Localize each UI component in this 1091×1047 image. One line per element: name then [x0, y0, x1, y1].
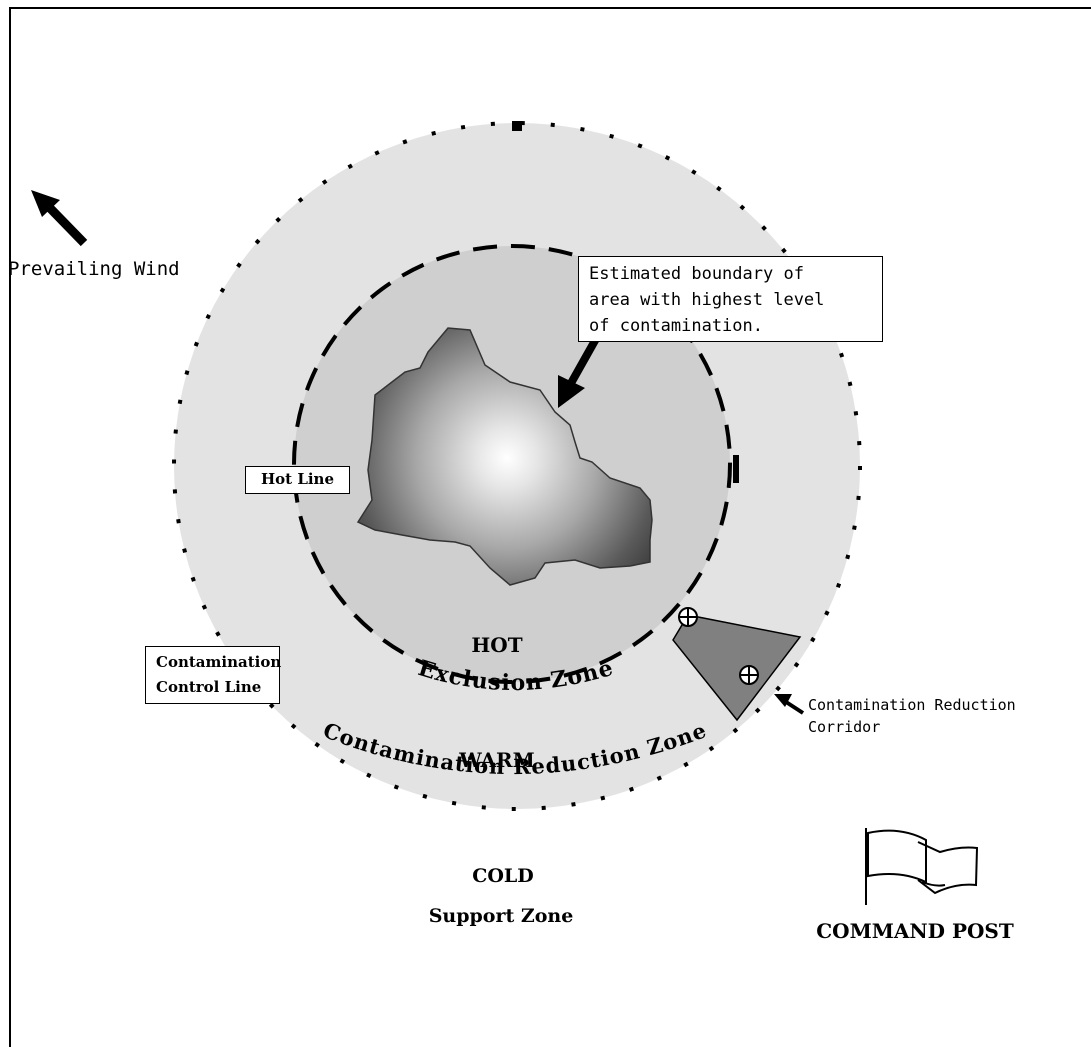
- hot-zone-label: HOT: [471, 633, 522, 657]
- contamination-control-line-box: Contamination Control Line: [145, 646, 282, 704]
- command-post-label: COMMAND POST: [816, 919, 1014, 943]
- hot-line-tick: [733, 455, 739, 483]
- control-line-text: Control Line: [156, 678, 262, 696]
- flag-icon: [865, 828, 979, 905]
- diagram-frame: [9, 7, 1091, 1047]
- callout-line: Estimated boundary of: [589, 264, 804, 284]
- corridor-label: Contamination Reduction Corridor: [808, 694, 1016, 738]
- crosshair-icon: [678, 607, 698, 627]
- cold-zone-label: COLD: [472, 865, 534, 887]
- callout-line: of contamination.: [589, 316, 763, 336]
- prevailing-wind-label: Prevailing Wind: [8, 258, 180, 280]
- callout-box: Estimated boundary of area with highest …: [578, 256, 883, 342]
- wind-arrowhead: [31, 190, 60, 217]
- wind-arrow: [44, 202, 88, 247]
- warm-zone-label: WARM: [458, 748, 534, 772]
- callout-line: area with highest level: [589, 290, 825, 310]
- callout-arrowhead: [558, 375, 585, 408]
- contamination-area: [356, 327, 653, 586]
- corridor-arrowhead: [774, 694, 792, 707]
- crosshair-icon: [739, 665, 759, 685]
- support-zone-label: Support Zone: [429, 905, 574, 927]
- corridor-label-line: Contamination Reduction: [808, 696, 1016, 714]
- callout-arrow: [566, 335, 601, 387]
- control-line-text: Contamination: [156, 653, 282, 671]
- corridor-label-line: Corridor: [808, 718, 881, 736]
- hot-line-box: Hot Line: [245, 466, 350, 494]
- north-marker: [512, 121, 522, 131]
